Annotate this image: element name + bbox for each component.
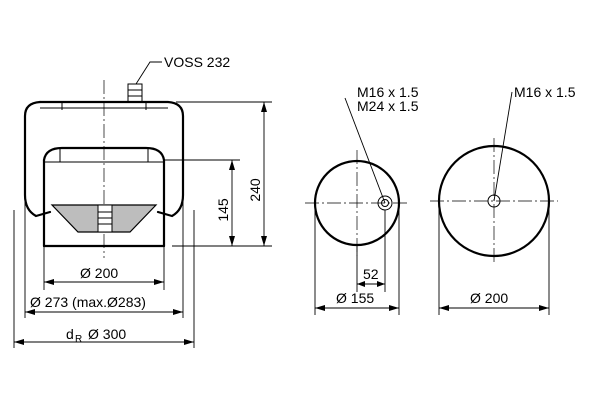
dim-155-arrow-right [389,305,399,311]
voss-label: VOSS 232 [164,54,230,70]
dim-155-arrow-left [315,305,325,311]
height-dimensions: 240 145 [164,101,272,247]
dim-52-arrow-right [377,281,385,287]
bottom-thread-leader [493,91,513,202]
dim-dr-sub-label: R [75,334,82,345]
top-thread-label-1: M16 x 1.5 [357,84,419,100]
dim-dr-arrow-right [184,339,194,345]
dim-200-label: Ø 200 [80,265,118,281]
top-plate-port-inner [381,199,389,207]
dim-273-arrow-left [25,309,35,315]
dim-145-arrow-top [229,160,235,170]
top-thread-leader [344,97,386,204]
piston-top-curve [42,146,166,162]
dim-145-label: 145 [215,198,231,222]
dim-dr-main-label: d [66,326,74,342]
voss-fitting [127,83,143,103]
dim-200b-label: Ø 200 [470,290,508,306]
dim-273-arrow-right [173,309,183,315]
dim-273-label: Ø 273 (max.Ø283) [30,294,146,310]
voss-leader-line [135,61,162,85]
dim-200b-arrow-right [539,305,549,311]
voss-leader: VOSS 232 [135,54,230,85]
dim-200b-arrow-left [439,305,449,311]
dim-200-arrow-right [154,279,164,285]
bottom-thread-label: M16 x 1.5 [514,84,576,100]
bottom-plate-view: M16 x 1.5 Ø 200 [430,84,576,315]
top-thread-label-2: M24 x 1.5 [357,98,419,114]
dim-240-arrow-top [261,102,267,112]
bottom-plate-port [487,194,501,208]
top-plate-view: M16 x 1.5 M24 x 1.5 52 Ø 155 [305,84,419,315]
dim-240-label: 240 [247,178,263,202]
dim-52-arrow-left [357,281,365,287]
dim-145-arrow-bottom [229,236,235,246]
dim-200-arrow-left [44,279,54,285]
dim-dr-arrow-left [14,339,24,345]
bellow-outline-right [38,100,185,218]
dim-240-arrow-bottom [261,236,267,246]
bellow-outline-left [23,100,52,218]
dim-52-label: 52 [363,266,379,282]
dim-155-label: Ø 155 [336,290,374,306]
dim-dr-dia-label: Ø 300 [88,326,126,342]
side-view [23,80,185,258]
diameter-dimensions: Ø 200 Ø 273 (max.Ø283) d R Ø 300 [13,200,195,348]
